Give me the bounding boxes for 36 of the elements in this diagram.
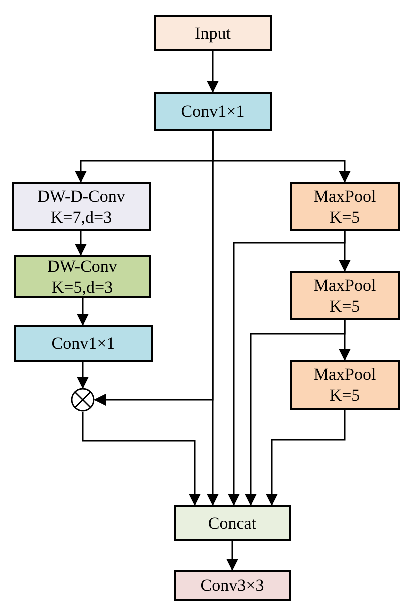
- box-label: K=5: [330, 206, 360, 228]
- arrow: [77, 298, 89, 326]
- arrow: [207, 131, 219, 506]
- arrow: [266, 410, 346, 506]
- conv-box: [14, 255, 151, 298]
- arrow: [77, 362, 89, 389]
- conv-box: [14, 325, 153, 362]
- pooling-box: [290, 182, 400, 231]
- box-label: K=7,d=3: [50, 206, 112, 228]
- box-label: Conv1×1: [181, 101, 245, 122]
- box-label: DW-D-Conv: [38, 186, 126, 206]
- box-label: MaxPool: [314, 186, 376, 206]
- box-label: Input: [195, 22, 231, 44]
- box-label: MaxPool: [314, 274, 376, 296]
- box-label: Concat: [208, 512, 257, 534]
- box-label: K=5: [330, 296, 360, 316]
- pooling-box: [290, 271, 400, 320]
- input-box: [154, 15, 272, 51]
- arrow: [245, 320, 346, 506]
- box-label: K=5: [330, 385, 360, 406]
- box-label: Conv3×3: [200, 575, 264, 596]
- box-label: DW-Conv: [48, 256, 118, 276]
- arrow: [75, 231, 87, 256]
- box-label: MaxPool: [314, 364, 376, 385]
- conv-box: [154, 92, 272, 131]
- arrow: [82, 412, 201, 506]
- arrow: [207, 51, 219, 93]
- box-label: Conv1×1: [52, 333, 116, 354]
- conv-box: [12, 182, 151, 231]
- arrow: [226, 541, 238, 571]
- box-label: K=5,d=3: [52, 276, 114, 298]
- concat-box: [174, 505, 291, 541]
- pooling-box: [290, 360, 400, 410]
- arrow: [228, 231, 346, 506]
- multiply-circle: [71, 388, 95, 412]
- conv-box: [174, 570, 291, 601]
